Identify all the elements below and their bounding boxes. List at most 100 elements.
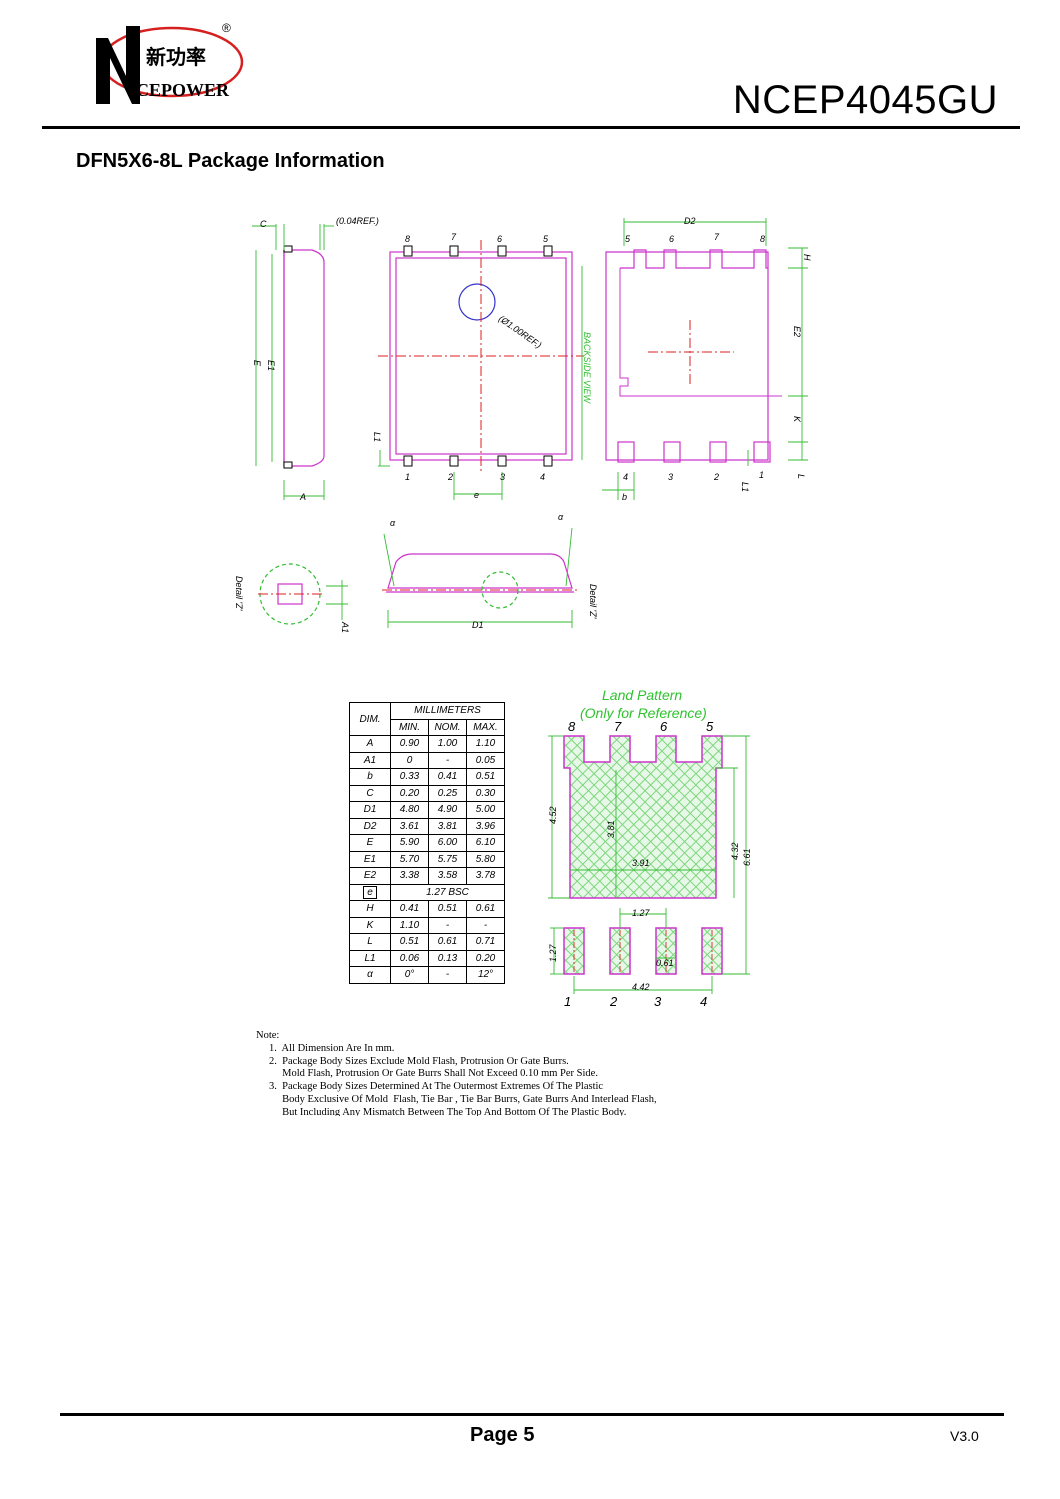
logo-en-text: CEPOWER bbox=[136, 80, 230, 100]
boxed-dim: e bbox=[363, 885, 377, 899]
backside-view-label: BACKSIDE VIEW bbox=[582, 332, 592, 405]
min-cell: 3.61 bbox=[390, 817, 429, 835]
bottom-pin-number: 4 bbox=[540, 472, 545, 482]
top-pin-number: 5 bbox=[543, 234, 549, 244]
lp-dim-061: 0.61 bbox=[656, 958, 674, 968]
max-cell: 6.10 bbox=[466, 834, 505, 852]
nom-cell: 3.58 bbox=[428, 867, 467, 885]
lp-top-pin: 8 bbox=[568, 719, 576, 734]
min-cell: 0° bbox=[390, 966, 429, 984]
min-cell: 3.38 bbox=[390, 867, 429, 885]
min-cell: 0 bbox=[390, 751, 429, 769]
nom-cell: 0.41 bbox=[428, 768, 467, 786]
lp-dim-381: 3.81 bbox=[606, 820, 616, 838]
max-cell: 0.51 bbox=[466, 768, 505, 786]
bottom-pin-number: 1 bbox=[405, 472, 410, 482]
footer-rule bbox=[60, 1413, 1004, 1416]
dim-label-d1: D1 bbox=[472, 620, 484, 630]
back-bottom-pin-number: 4 bbox=[623, 472, 628, 482]
dim-cell: A bbox=[349, 735, 391, 753]
min-cell: 0.20 bbox=[390, 784, 429, 802]
detail-z-label-2: Detail 'Z' bbox=[588, 584, 598, 619]
dim-cell: C bbox=[349, 784, 391, 802]
table-row: e 1.27 BSC bbox=[349, 883, 505, 901]
min-cell: 0.41 bbox=[390, 900, 429, 918]
min-cell: 5.70 bbox=[390, 850, 429, 868]
top-pin-number: 6 bbox=[497, 234, 502, 244]
bsc-cell: 1.27 BSC bbox=[390, 883, 505, 901]
land-pattern-drawing: Land Pattern (Only for Reference) 4.52 3… bbox=[548, 687, 752, 1009]
max-cell: 5.00 bbox=[466, 801, 505, 819]
bottom-pin-number: 2 bbox=[447, 472, 453, 482]
dim-cell: D1 bbox=[349, 801, 391, 819]
dim-label-h: H bbox=[802, 254, 812, 261]
dim-label-e2: E2 bbox=[792, 326, 802, 337]
version-label: V3.0 bbox=[950, 1428, 979, 1444]
lp-dim-127-b: 1.27 bbox=[548, 943, 558, 962]
back-bottom-pin-number: 1 bbox=[759, 470, 764, 480]
min-cell: 0.33 bbox=[390, 768, 429, 786]
min-cell: 0.90 bbox=[390, 735, 429, 753]
min-cell: 5.90 bbox=[390, 834, 429, 852]
header-rule bbox=[42, 126, 1020, 129]
notes-block: Note:1. All Dimension Are In mm.2. Packa… bbox=[256, 1030, 657, 1116]
min-cell: 0.51 bbox=[390, 933, 429, 951]
unit-header: MILLIMETERS bbox=[390, 702, 505, 720]
company-logo: 新功率 CEPOWER ® bbox=[96, 21, 244, 104]
back-bottom-pin-number: 3 bbox=[668, 472, 673, 482]
nom-header: NOM. bbox=[428, 718, 467, 736]
dim-label-ref004: (0.04REF.) bbox=[336, 216, 379, 226]
dim-cell: b bbox=[349, 768, 391, 786]
max-cell: 0.20 bbox=[466, 949, 505, 967]
thermal-pad bbox=[563, 735, 723, 899]
nom-cell: 0.61 bbox=[428, 933, 467, 951]
dim-cell: α bbox=[349, 966, 391, 984]
dim-header: DIM. bbox=[349, 702, 391, 736]
lp-dim-432: 4.32 bbox=[730, 842, 740, 860]
notes-heading: Note: bbox=[256, 1030, 280, 1041]
nom-cell: - bbox=[428, 751, 467, 769]
lp-top-pin: 5 bbox=[706, 719, 714, 734]
dim-cell: D2 bbox=[349, 817, 391, 835]
section-title: DFN5X6-8L Package Information bbox=[76, 150, 385, 172]
note-line: But Including Any Mismatch Between The T… bbox=[269, 1106, 627, 1116]
dim-label-b: b bbox=[622, 492, 627, 502]
note-line: Mold Flash, Protrusion Or Gate Burrs Sha… bbox=[269, 1068, 598, 1080]
back-bottom-pin-number: 2 bbox=[713, 472, 719, 482]
dim-label-l1: L1 bbox=[372, 432, 382, 442]
min-cell: 1.10 bbox=[390, 916, 429, 934]
lp-bottom-pin: 4 bbox=[700, 994, 707, 1009]
land-pattern-title: Land Pattern bbox=[602, 687, 682, 703]
lp-dim-127-a: 1.27 bbox=[632, 908, 651, 918]
nom-cell: 4.90 bbox=[428, 801, 467, 819]
logo-cn-text: 新功率 bbox=[146, 45, 206, 69]
nom-cell: 0.51 bbox=[428, 900, 467, 918]
dim-label-e1: E1 bbox=[266, 360, 276, 371]
dim-cell: E1 bbox=[349, 850, 391, 868]
nom-cell: 0.25 bbox=[428, 784, 467, 802]
max-cell: - bbox=[466, 916, 505, 934]
max-cell: 0.61 bbox=[466, 900, 505, 918]
nom-cell: 6.00 bbox=[428, 834, 467, 852]
side-view-body bbox=[283, 249, 325, 467]
max-cell: 1.10 bbox=[466, 735, 505, 753]
lp-dim-442: 4.42 bbox=[632, 982, 650, 992]
dim-cell: K bbox=[349, 916, 391, 934]
top-pin-number: 7 bbox=[451, 232, 457, 242]
nom-cell: 0.13 bbox=[428, 949, 467, 967]
dim-cell: H bbox=[349, 900, 391, 918]
lp-dim-391: 3.91 bbox=[632, 858, 650, 868]
dim-cell: L1 bbox=[349, 949, 391, 967]
min-cell: 0.06 bbox=[390, 949, 429, 967]
nom-cell: 5.75 bbox=[428, 850, 467, 868]
dim-cell: E2 bbox=[349, 867, 391, 885]
max-cell: 3.78 bbox=[466, 867, 505, 885]
